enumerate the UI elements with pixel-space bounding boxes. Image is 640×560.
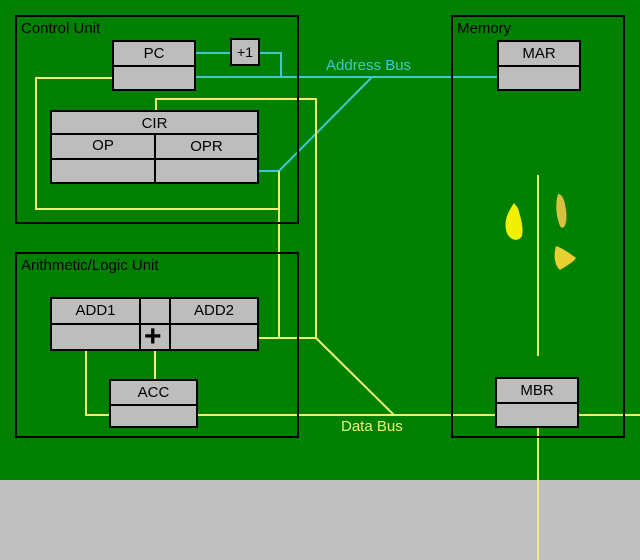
memory-blob-gold xyxy=(554,246,576,270)
address-bus-label: Address Bus xyxy=(326,57,412,74)
add1-label: ADD1 xyxy=(75,302,116,319)
add2-field: ADD2 xyxy=(169,297,259,325)
data-bus-diagonal xyxy=(315,337,395,416)
mar-label: MAR xyxy=(499,42,579,67)
memory-blob-yellow xyxy=(505,203,523,240)
opr-label: OPR xyxy=(190,138,223,155)
plus-symbol: + xyxy=(144,320,162,353)
add1-value xyxy=(50,323,141,351)
alu-title: Arithmetic/Logic Unit xyxy=(21,257,159,274)
op-field: OP xyxy=(50,133,156,160)
add2-label: ADD2 xyxy=(193,302,234,319)
adder-bottom-cell xyxy=(139,323,171,351)
cir-feed-wire xyxy=(155,98,317,338)
inc-return-wire xyxy=(259,52,282,77)
mbr-register: MBR xyxy=(495,377,579,428)
opr-field: OPR xyxy=(154,133,259,160)
alu-box: Arithmetic/Logic Unit xyxy=(15,252,299,438)
pc-loop-wire xyxy=(35,77,279,210)
acc-label: ACC xyxy=(111,381,196,406)
data-bus-label: Data Bus xyxy=(341,418,403,435)
control-unit-box: Control Unit xyxy=(15,15,299,224)
data-bus-lines xyxy=(35,77,640,560)
increment-label: +1 xyxy=(237,44,253,60)
data-bus-main xyxy=(85,350,496,416)
increment-box: +1 xyxy=(230,38,260,66)
pc-register: PC xyxy=(112,40,196,91)
mar-register: MAR xyxy=(497,40,581,91)
memory-blob-tan xyxy=(556,194,567,228)
mbr-label: MBR xyxy=(497,379,577,404)
add2-value xyxy=(169,323,259,351)
memory-box: Memory xyxy=(451,15,625,438)
opr-value xyxy=(154,158,259,184)
op-label: OP xyxy=(92,137,114,154)
pc-label: PC xyxy=(114,42,194,67)
add1-field: ADD1 xyxy=(50,297,141,325)
op-value xyxy=(50,158,156,184)
acc-register: ACC xyxy=(109,379,198,428)
memory-title: Memory xyxy=(457,20,512,37)
control-unit-title: Control Unit xyxy=(21,20,101,37)
